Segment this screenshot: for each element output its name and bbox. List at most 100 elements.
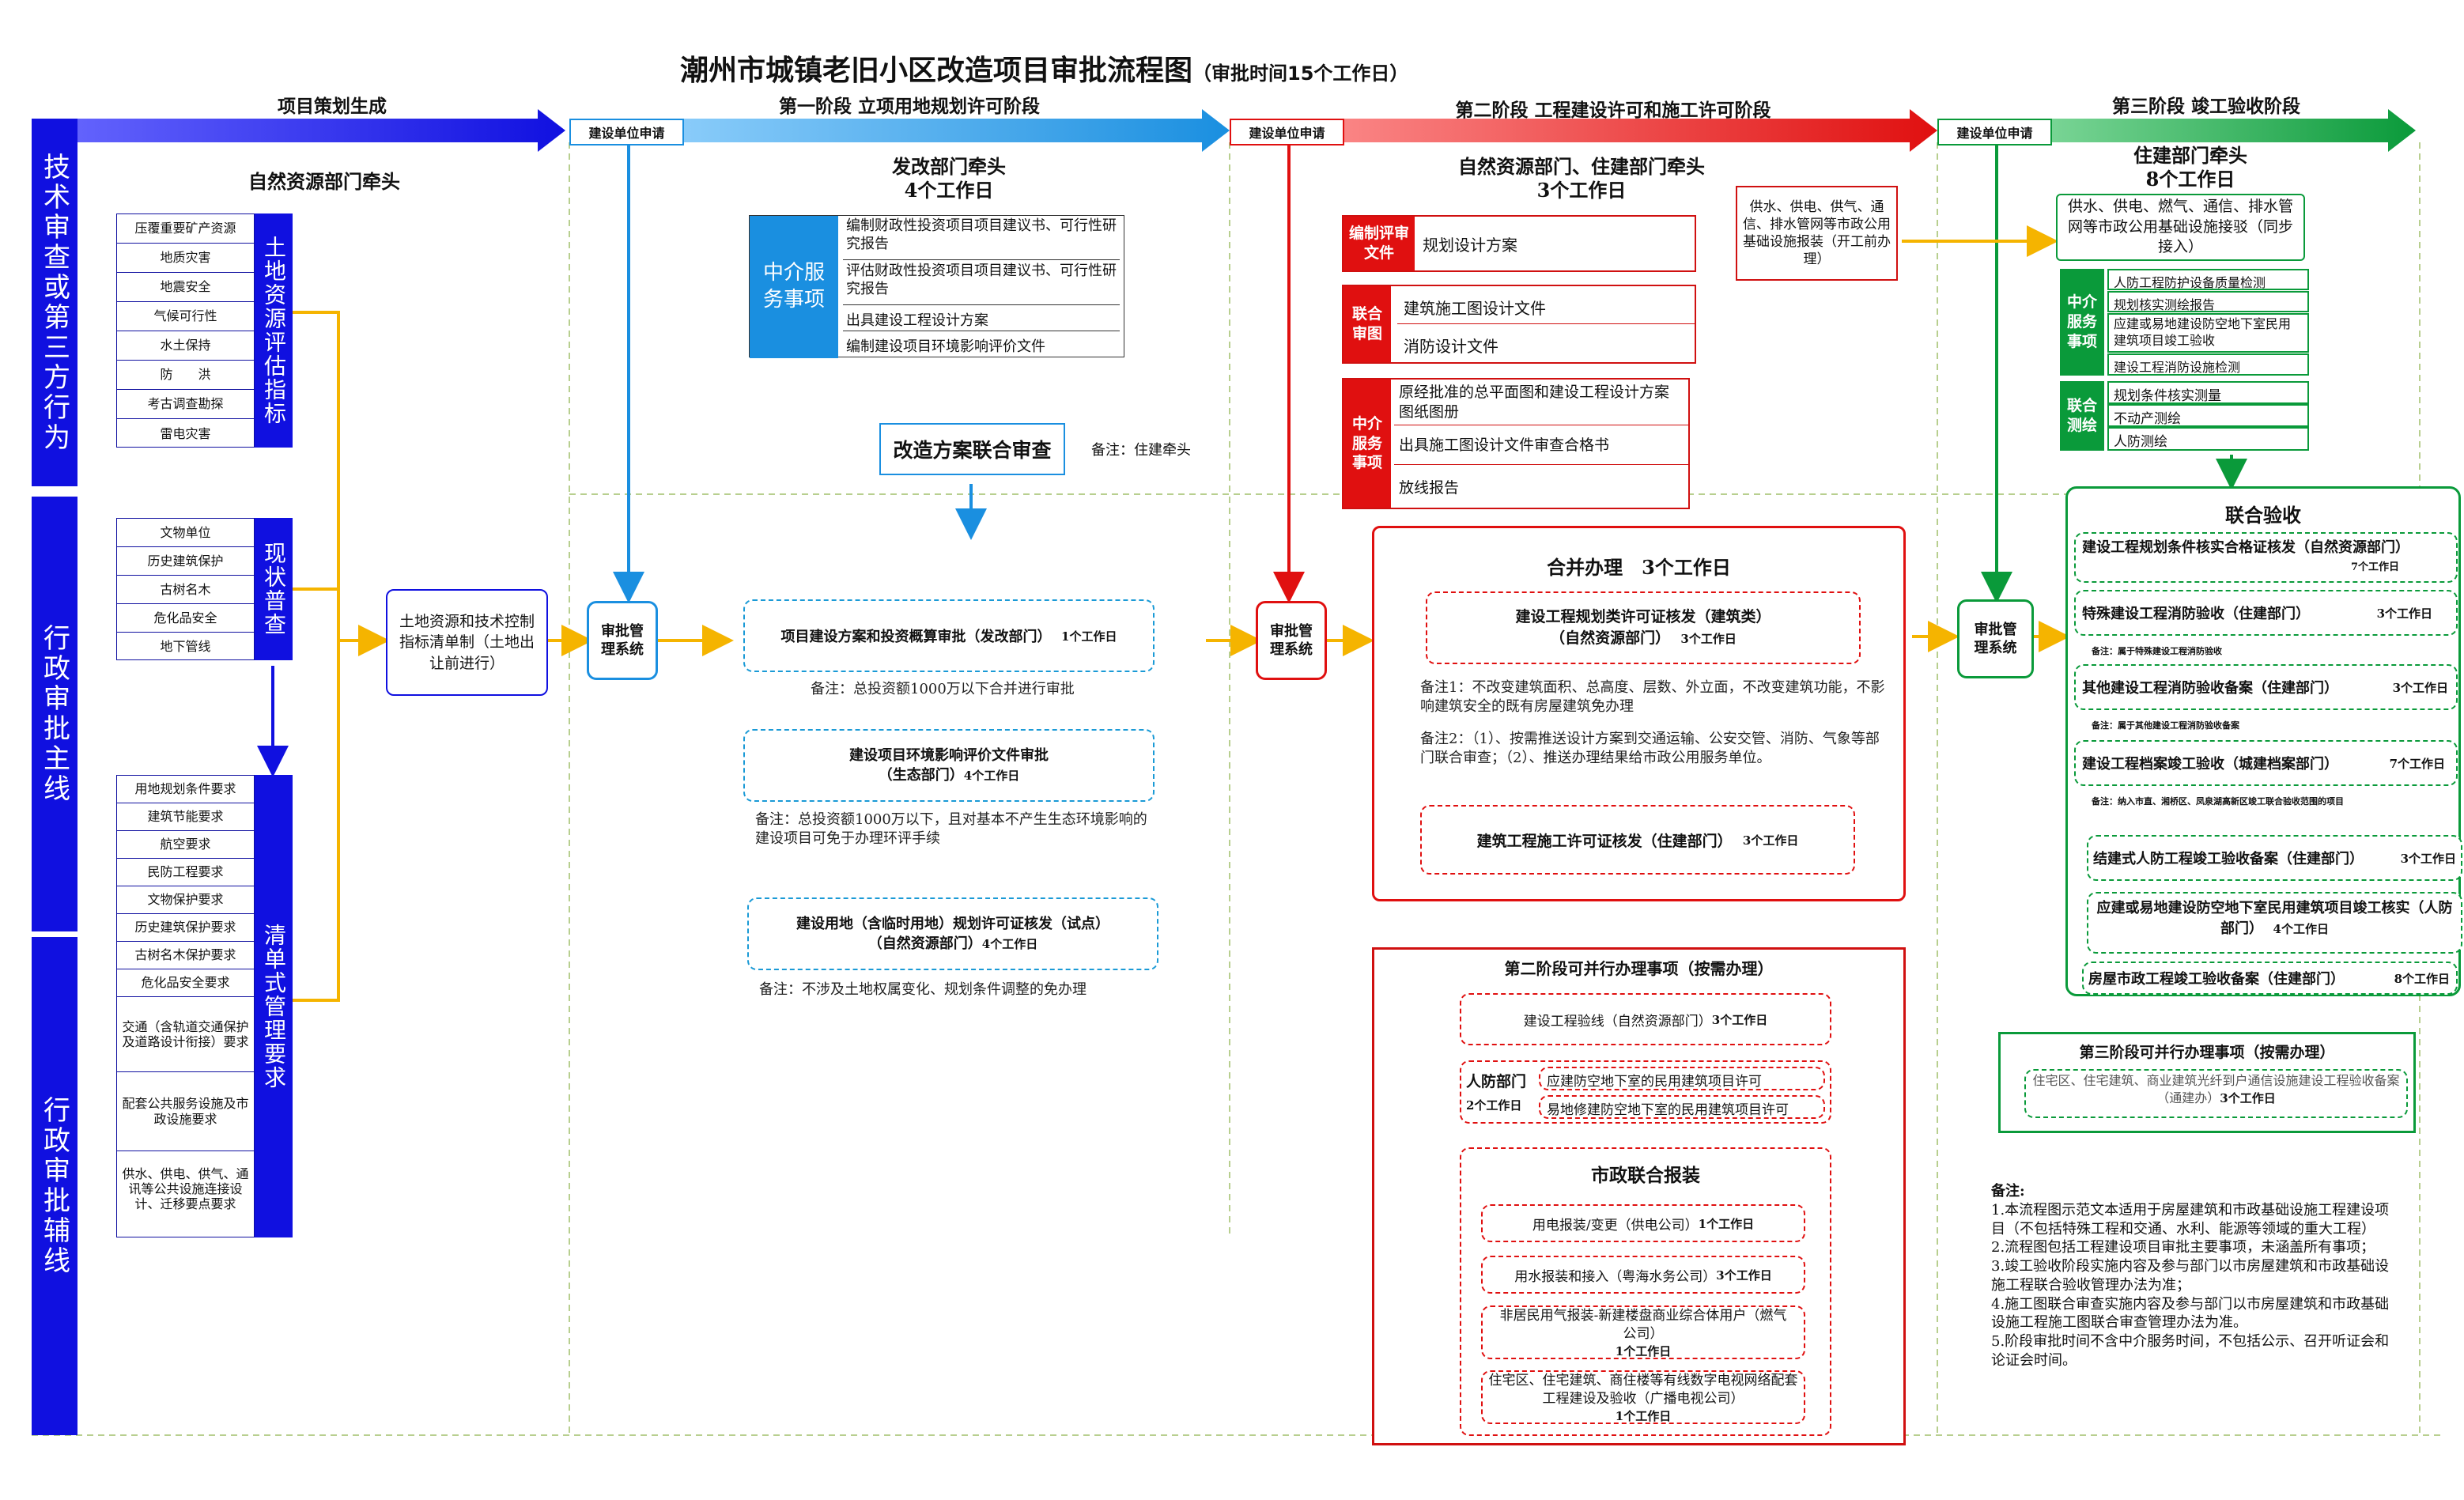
stage3-agency-table: 中介服务事项 人防工程防护设备质量检测 规划核实测绘报告 应建或易地建设防空地下… xyxy=(2060,269,2309,376)
list-item: 考古调查勘探 xyxy=(117,390,254,419)
title-main: 潮州市城镇老旧小区改造项目审批流程图 xyxy=(680,55,1193,87)
accept-item: 建设工程规划条件核实合格证核发（自然资源部门）7个工作日 xyxy=(2074,532,2458,583)
item-days: 4个工作日 xyxy=(2273,922,2329,937)
merge-note: 备注2：（1）、按需推送设计方案到交通运输、公安交管、消防、气象等部门联合审查；… xyxy=(1420,731,1880,767)
civil-defense-days: 2个工作日 xyxy=(1466,1098,1522,1113)
stage1-agency-item: 编制财政性投资项目项目建议书、可行性研究报告 xyxy=(843,216,1120,260)
accept-item: 建设工程档案竣工验收（城建档案部门） 7个工作日 xyxy=(2074,740,2458,786)
item-days: 3个工作日 xyxy=(1711,1012,1768,1027)
stage3-agency-label: 中介服务事项 xyxy=(2060,269,2104,376)
item-name: 建筑工程施工许可证核发（住建部门） xyxy=(1476,832,1733,850)
merge-note: 备注1：不改变建筑面积、总高度、层数、外立面，不改变建筑功能，不影响建筑安全的既… xyxy=(1420,679,1885,716)
apply-label-stage3: 建设单位申请 xyxy=(1937,119,2052,145)
accept-item: 房屋市政工程竣工验收备案（住建部门）8个工作日 xyxy=(2082,962,2458,995)
title-sub: （审批时间15个工作日） xyxy=(1192,62,1409,85)
stage3-survey-label: 联合测绘 xyxy=(2060,381,2104,451)
list-item: 建筑节能要求 xyxy=(117,803,254,831)
stage2-joint-item: 建筑施工图设计文件 xyxy=(1397,286,1695,324)
approval-system-stage1: 审批管理系统 xyxy=(587,601,658,680)
item-days: 7个工作日 xyxy=(2351,561,2400,574)
stage2-lead-text: 自然资源部门、住建部门牵头 xyxy=(1458,155,1705,178)
stage1-note: 备注：总投资额1000万以下，且对基本不产生生态环境影响的建设项目可免于办理环评… xyxy=(755,811,1147,848)
stage3-agency-item: 建设工程消防设施检测 xyxy=(2107,353,2309,376)
stage1-agency-item: 出具建设工程设计方案 xyxy=(843,306,1120,331)
list-item: 雷电灾害 xyxy=(160,425,211,441)
remark-item: 5.阶段审批时间不含中介服务时间，不包括公示、召开听证会和论证会时间。 xyxy=(1991,1333,2390,1369)
list-item: 古树名木保护要求 xyxy=(117,942,254,969)
item-name: 住宅区、住宅建筑、商住楼等有线数字电视网络配套工程建设及验收（广播电视公司） xyxy=(1488,1373,1798,1407)
stage1-note: 备注：不涉及土地权属变化、规划条件调整的免办理 xyxy=(759,981,1087,998)
page-title: 潮州市城镇老旧小区改造项目审批流程图（审批时间15个工作日） xyxy=(680,47,1408,89)
item-name: 建设工程规划类许可证核发（建筑类） xyxy=(1515,608,1771,626)
list-item: 地下管线 xyxy=(160,639,211,655)
item-name: 特殊建设工程消防验收（住建部门） xyxy=(2082,606,2310,622)
stage1-item-eia: 建设项目环境影响评价文件审批 （生态部门）4个工作日 xyxy=(743,729,1155,802)
stage3-survey-item: 人防测绘 xyxy=(2107,427,2309,451)
item-days: 3个工作日 xyxy=(2376,606,2432,621)
item-name: 其他建设工程消防验收备案（住建部门） xyxy=(2082,680,2338,697)
accept-item: 应建或易地建设防空地下室民用建筑项目竣工核实（人防部门） 4个工作日 xyxy=(2087,892,2462,954)
list-item: 气候可行性 xyxy=(117,302,254,331)
item-days: 4个工作日 xyxy=(981,937,1038,951)
merge-box: 合并办理 3个工作日 建设工程规划类许可证核发（建筑类） （自然资源部门） 3个… xyxy=(1372,526,1906,901)
list-item: 危化品安全要求 xyxy=(117,969,254,997)
item-dept: （生态部门） xyxy=(878,767,964,784)
phase-label-stage2: 第二阶段 工程建设许可和施工许可阶段 xyxy=(1455,100,1771,121)
stage1-note: 备注：总投资额1000万以下合并进行审批 xyxy=(811,681,1075,697)
stage1-agency-label: 中介服务事项 xyxy=(750,216,838,358)
item-days: 3个工作日 xyxy=(1680,632,1737,646)
item-days: 1个工作日 xyxy=(1698,1216,1755,1231)
item-name: 用电报装/变更（供电公司） xyxy=(1532,1217,1699,1234)
stage2-design-item: 规划设计方案 xyxy=(1423,236,1517,255)
list-item: 民防工程要求 xyxy=(117,859,254,886)
accept-item: 特殊建设工程消防验收（住建部门） 3个工作日 xyxy=(2074,590,2458,636)
stage3-agency-item: 规划核实测绘报告 xyxy=(2107,291,2309,312)
stage2-parallel-item: 建设工程验线（自然资源部门）3个工作日 xyxy=(1460,993,1831,1045)
list-mgmt-title: 清单式管理要求 xyxy=(255,775,293,1237)
item-days: 3个工作日 xyxy=(1742,833,1799,848)
side-label-tech-review: 技术审查或第三方行为 xyxy=(32,119,77,486)
list-item: 配套公共服务设施及市政设施要求 xyxy=(117,1072,254,1151)
stage3-survey-table: 联合测绘 规划条件核实测量 不动产测绘 人防测绘 xyxy=(2060,381,2309,451)
phase-label-planning: 项目策划生成 xyxy=(278,96,387,117)
list-item: 地震安全 xyxy=(117,273,254,302)
stage2-agency-item: 原经批准的总平面图和建设工程设计方案图纸图册 xyxy=(1394,380,1688,425)
stage2-days: 3个工作日 xyxy=(1536,179,1627,202)
item-days: 3个工作日 xyxy=(1716,1268,1772,1283)
list-item: 航空要求 xyxy=(117,831,254,859)
land-eval-title: 土地资源评估指标 xyxy=(255,213,293,448)
stage2-joint-table: 联合审图 建筑施工图设计文件 消防设计文件 xyxy=(1342,285,1696,364)
stage3-agency-item: 人防工程防护设备质量检测 xyxy=(2107,269,2309,290)
item-days: 7个工作日 xyxy=(2389,756,2445,771)
municipal-box: 市政联合报装 用电报装/变更（供电公司）1个工作日 用水报装和接入（粤海水务公司… xyxy=(1460,1147,1831,1436)
remarks: 备注: 1.本流程图示范文本适用于房屋建筑和市政基础设施工程建设项目（不包括特殊… xyxy=(1991,1182,2402,1370)
remark-item: 2.流程图包括工程建设项目审批主要事项，未涵盖所有事项； xyxy=(1991,1239,2375,1256)
item-days: 4个工作日 xyxy=(963,769,1020,783)
list-item: 用地规划条件要求 xyxy=(117,776,254,803)
item-name: 建设项目环境影响评价文件审批 xyxy=(849,746,1049,764)
stage3-parallel-title: 第三阶段可并行办理事项（按需办理） xyxy=(2079,1044,2335,1061)
joint-review-box: 改造方案联合审查 xyxy=(879,423,1065,475)
item-dept: （自然资源部门） xyxy=(1550,629,1671,647)
stage2-parallel-box: 第二阶段可并行办理事项（按需办理） 建设工程验线（自然资源部门）3个工作日 人防… xyxy=(1372,947,1906,1445)
item-name: 用水报装和接入（粤海水务公司） xyxy=(1514,1268,1717,1285)
stage3-agency-item: 应建或易地建设防空地下室民用建筑项目竣工验收 xyxy=(2107,313,2309,353)
survey-title: 现状普查 xyxy=(255,518,293,660)
joint-accept-box: 联合验收 建设工程规划条件核实合格证核发（自然资源部门）7个工作日 特殊建设工程… xyxy=(2065,486,2462,996)
stage2-agency-item: 放线报告 xyxy=(1399,479,1460,497)
approval-system-stage2: 审批管理系统 xyxy=(1256,601,1327,680)
apply-label-stage1: 建设单位申请 xyxy=(569,119,684,145)
item-name: 非居民用气报装-新建楼盘商业综合体用户（燃气公司） xyxy=(1499,1308,1787,1342)
utility-accept-box: 供水、供电、燃气、通信、排水管网等市政公用基础设施接驳（同步接入） xyxy=(2056,194,2305,261)
municipal-title: 市政联合报装 xyxy=(1591,1165,1700,1186)
municipal-item: 非居民用气报装-新建楼盘商业综合体用户（燃气公司）1个工作日 xyxy=(1481,1305,1805,1359)
list-item: 地质灾害 xyxy=(117,244,254,273)
remarks-title: 备注: xyxy=(1991,1183,2025,1200)
stage2-agency-table: 中介服务事项 原经批准的总平面图和建设工程设计方案图纸图册 出具施工图设计文件审… xyxy=(1342,378,1690,509)
list-item: 防 洪 xyxy=(117,361,254,390)
stage2-design-table: 编制评审文件 规划设计方案 xyxy=(1342,215,1696,272)
accept-note: 备注：纳入市直、湘桥区、凤泉湖高新区竣工联合验收范围的项目 xyxy=(2092,796,2344,807)
item-name: 建设工程档案竣工验收（城建档案部门） xyxy=(2082,756,2338,773)
list-item: 水土保持 xyxy=(117,331,254,361)
